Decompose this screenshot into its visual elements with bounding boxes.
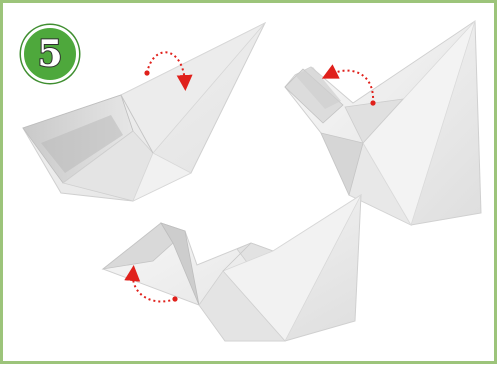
origami-illustrations (3, 3, 497, 367)
folded-paper-swan-open (23, 23, 265, 201)
folded-paper-swan-neck-up (285, 21, 481, 225)
folded-paper-swan-head-out (103, 195, 361, 341)
